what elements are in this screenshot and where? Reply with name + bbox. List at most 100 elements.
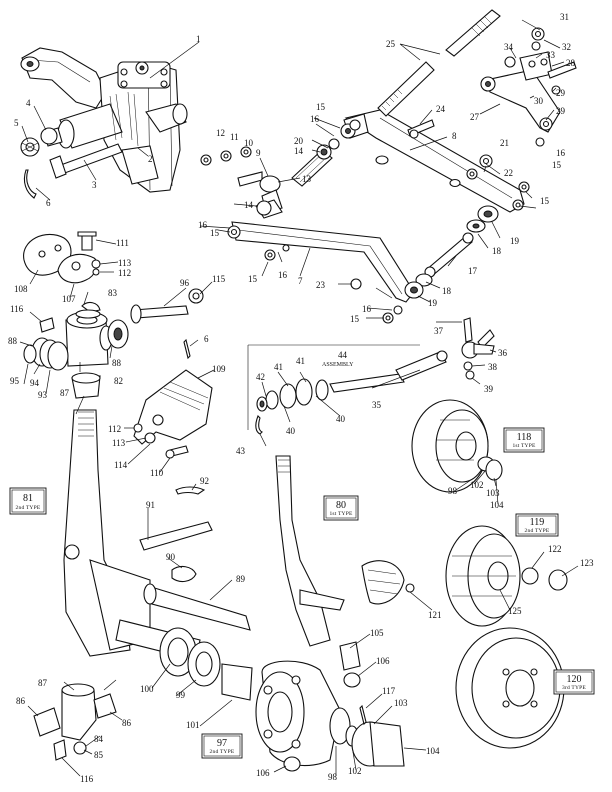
type-box-120: 120 3rd TYPE [553, 669, 595, 695]
brake-drum-120-drawing [455, 627, 565, 749]
callout-7: 7 [298, 276, 303, 286]
stub-axle-80-drawing [275, 455, 345, 647]
stub-axle-81-drawing [63, 409, 213, 661]
callout-18a: 18 [492, 246, 502, 256]
callout-14b: 14 [244, 200, 254, 210]
type-box-97-type: 2nd TYPE [210, 749, 235, 755]
callout-8: 8 [452, 131, 457, 141]
callout-84: 84 [94, 734, 104, 744]
callout-3: 3 [92, 180, 97, 190]
callout-104a: 104 [490, 500, 504, 510]
type-box-118-type: 1st TYPE [512, 443, 535, 449]
callout-86b: 86 [122, 718, 132, 728]
callout-12: 12 [216, 128, 225, 138]
callout-112a: 112 [118, 268, 131, 278]
callout-28: 28 [566, 58, 576, 68]
callout-15b: 15 [210, 228, 220, 238]
callout-117: 117 [382, 686, 396, 696]
callout-98a: 98 [448, 486, 458, 496]
callout-123: 123 [580, 558, 594, 568]
callout-87a: 87 [60, 388, 70, 398]
callout-95: 95 [10, 376, 20, 386]
callout-87b: 87 [38, 678, 48, 688]
callout-2: 2 [148, 154, 153, 164]
type-box-120-type: 3rd TYPE [562, 685, 586, 691]
callout-116b: 116 [80, 774, 94, 784]
callout-11: 11 [230, 132, 239, 142]
callout-116a: 116 [10, 304, 24, 314]
callout-122: 122 [548, 544, 562, 554]
callout-90: 90 [166, 552, 176, 562]
type-box-120-number: 120 [567, 674, 582, 685]
callout-32: 32 [562, 42, 571, 52]
callout-22: 22 [504, 168, 513, 178]
callout-13: 13 [302, 174, 312, 184]
assembly-label: ASSEMBLY [322, 362, 354, 368]
callout-103a: 103 [486, 488, 500, 498]
callout-33: 33 [546, 50, 556, 60]
callout-35: 35 [372, 400, 382, 410]
callout-36: 36 [498, 348, 508, 358]
callout-16e: 16 [556, 148, 566, 158]
type-box-119: 119 2nd TYPE [515, 513, 559, 537]
brake-shoe-121-drawing [361, 560, 415, 605]
callout-41b: 41 [296, 356, 305, 366]
type-box-80-type: 1st TYPE [329, 511, 352, 517]
type-box-119-number: 119 [530, 517, 545, 528]
leader-lines [19, 19, 579, 777]
callout-40b: 40 [286, 426, 296, 436]
trunnion-group-drawing [23, 231, 129, 399]
callout-23: 23 [316, 280, 326, 290]
callout-83: 83 [108, 288, 118, 298]
callout-17: 17 [468, 266, 478, 276]
callout-94: 94 [30, 378, 40, 388]
callout-111: 111 [116, 238, 129, 248]
callout-16c: 16 [278, 270, 288, 280]
callout-25: 25 [386, 39, 396, 49]
callout-1: 1 [196, 34, 201, 44]
callout-5: 5 [14, 118, 19, 128]
callout-38: 38 [488, 362, 498, 372]
callout-100: 100 [140, 684, 154, 694]
callout-98b: 98 [328, 772, 338, 782]
callout-41a: 41 [274, 362, 283, 372]
callout-15a: 15 [316, 102, 326, 112]
callout-106b: 106 [256, 768, 270, 778]
brake-drum-119-drawing [445, 525, 568, 627]
type-box-118-number: 118 [517, 432, 532, 443]
callout-15f: 15 [540, 196, 550, 206]
type-box-119-type: 2nd TYPE [525, 528, 550, 534]
callout-16b: 16 [198, 220, 208, 230]
callout-113b: 113 [112, 438, 126, 448]
callout-24: 24 [436, 104, 446, 114]
callout-110: 110 [150, 468, 164, 478]
callout-29a: 29 [556, 88, 566, 98]
callout-6b: 6 [204, 334, 209, 344]
callout-40a: 40 [336, 414, 346, 424]
callout-108: 108 [14, 284, 28, 294]
callout-88b: 88 [112, 358, 122, 368]
assembly-44-drawing [247, 344, 448, 435]
callout-29b: 29 [556, 106, 566, 116]
type-box-97-number: 97 [217, 738, 227, 749]
callout-107: 107 [62, 294, 76, 304]
type-box-81-type: 2nd TYPE [16, 505, 41, 511]
callout-91: 91 [146, 500, 155, 510]
callout-27: 27 [470, 112, 480, 122]
lever-assembly-drawing [377, 9, 577, 147]
callout-92: 92 [200, 476, 209, 486]
type-box-81-number: 81 [23, 493, 33, 504]
callout-93: 93 [38, 390, 48, 400]
callout-numbers: 1 2 3 4 5 6 6 7 8 9 10 11 12 13 14 14 15… [8, 12, 594, 784]
callout-9: 9 [256, 148, 261, 158]
callout-102b: 102 [348, 766, 362, 776]
callout-39: 39 [484, 384, 494, 394]
linkage-upper-drawing [200, 109, 530, 213]
callout-20: 20 [294, 136, 304, 146]
callout-101: 101 [186, 720, 200, 730]
callout-10: 10 [244, 138, 254, 148]
callout-105: 105 [370, 628, 384, 638]
callout-21: 21 [500, 138, 509, 148]
brake-drum-118-drawing [411, 399, 503, 493]
callout-19b: 19 [428, 298, 438, 308]
